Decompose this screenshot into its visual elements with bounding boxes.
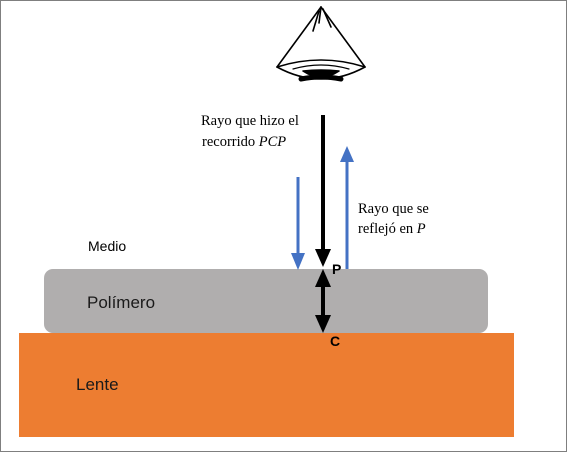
blue-incident-ray-head: [291, 253, 305, 270]
point-p-label: P: [332, 261, 341, 277]
path-p-to-c-head-up: [315, 269, 331, 287]
ray-pcp-label-line2: recorrido PCP: [202, 134, 286, 150]
eye-icon: [276, 6, 366, 82]
ray-reflect-label-line1: Rayo que se: [358, 201, 429, 217]
path-p-to-c-head-down: [315, 315, 331, 333]
point-c-label: C: [330, 333, 340, 349]
incident-ray-pcp-head: [315, 249, 331, 267]
blue-reflected-ray-head: [340, 146, 354, 162]
polymer-label: Polímero: [87, 293, 155, 312]
ray-reflect-label-line2: reflejó en P: [358, 221, 426, 237]
lens-block: [19, 333, 514, 437]
ray-pcp-label-line1: Rayo que hizo el: [201, 113, 299, 129]
medium-label: Medio: [88, 238, 126, 254]
lens-label: Lente: [76, 375, 119, 394]
polymer-layer: [44, 269, 488, 333]
